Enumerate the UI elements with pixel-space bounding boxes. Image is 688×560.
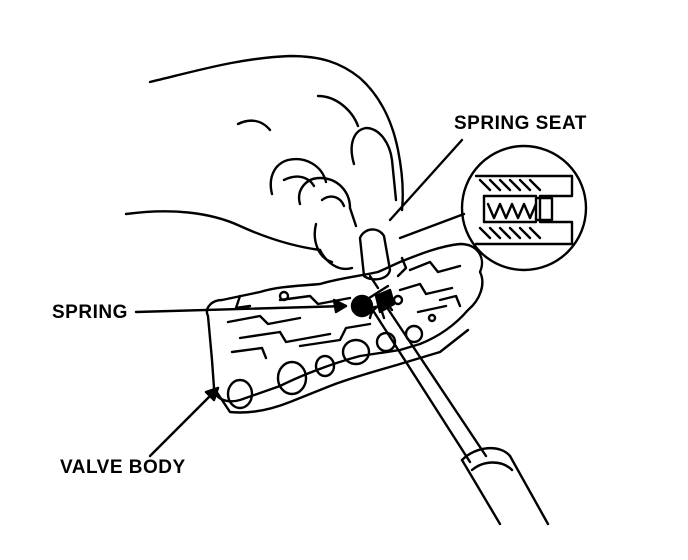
spring-label: SPRING [52, 302, 128, 323]
detail-inset [460, 144, 588, 272]
spring-leader [134, 298, 348, 314]
spring-assembly [350, 284, 396, 318]
hand [124, 54, 404, 290]
spring-seat-label: SPRING SEAT [454, 113, 587, 134]
valve-body-leader [148, 386, 220, 458]
spring-seat-leader [388, 138, 464, 222]
valve-body-label: VALVE BODY [60, 457, 186, 478]
screwdriver [368, 303, 550, 526]
detail-connector [398, 212, 466, 240]
